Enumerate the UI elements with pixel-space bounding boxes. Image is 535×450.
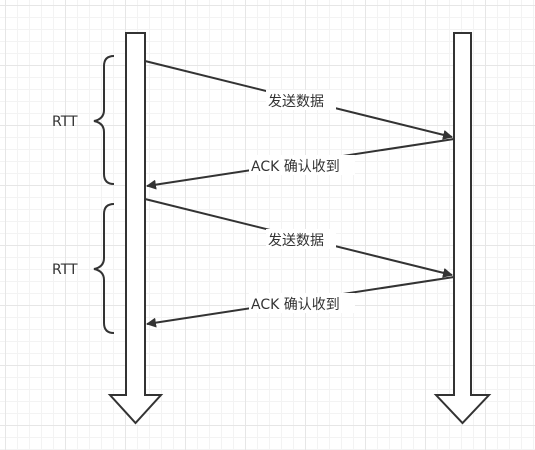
message-label-send-1: 发送数据 xyxy=(268,94,324,110)
left-lifeline xyxy=(107,32,164,425)
message-label-group-3: 发送数据 xyxy=(266,229,336,249)
message-label-group-2: ACK 确认收到 xyxy=(249,155,355,175)
message-label-group-4: ACK 确认收到 xyxy=(249,293,355,313)
rtt-label-1: RTT xyxy=(52,114,78,130)
message-label-group-1: 发送数据 xyxy=(266,90,336,110)
rtt-brace-1 xyxy=(93,55,115,185)
message-label-ack-1: ACK 确认收到 xyxy=(251,159,340,175)
message-label-send-2: 发送数据 xyxy=(268,233,324,249)
rtt-label-2: RTT xyxy=(52,262,78,278)
rtt-brace-2 xyxy=(93,203,115,334)
message-label-ack-2: ACK 确认收到 xyxy=(251,297,340,313)
right-lifeline xyxy=(433,32,492,425)
